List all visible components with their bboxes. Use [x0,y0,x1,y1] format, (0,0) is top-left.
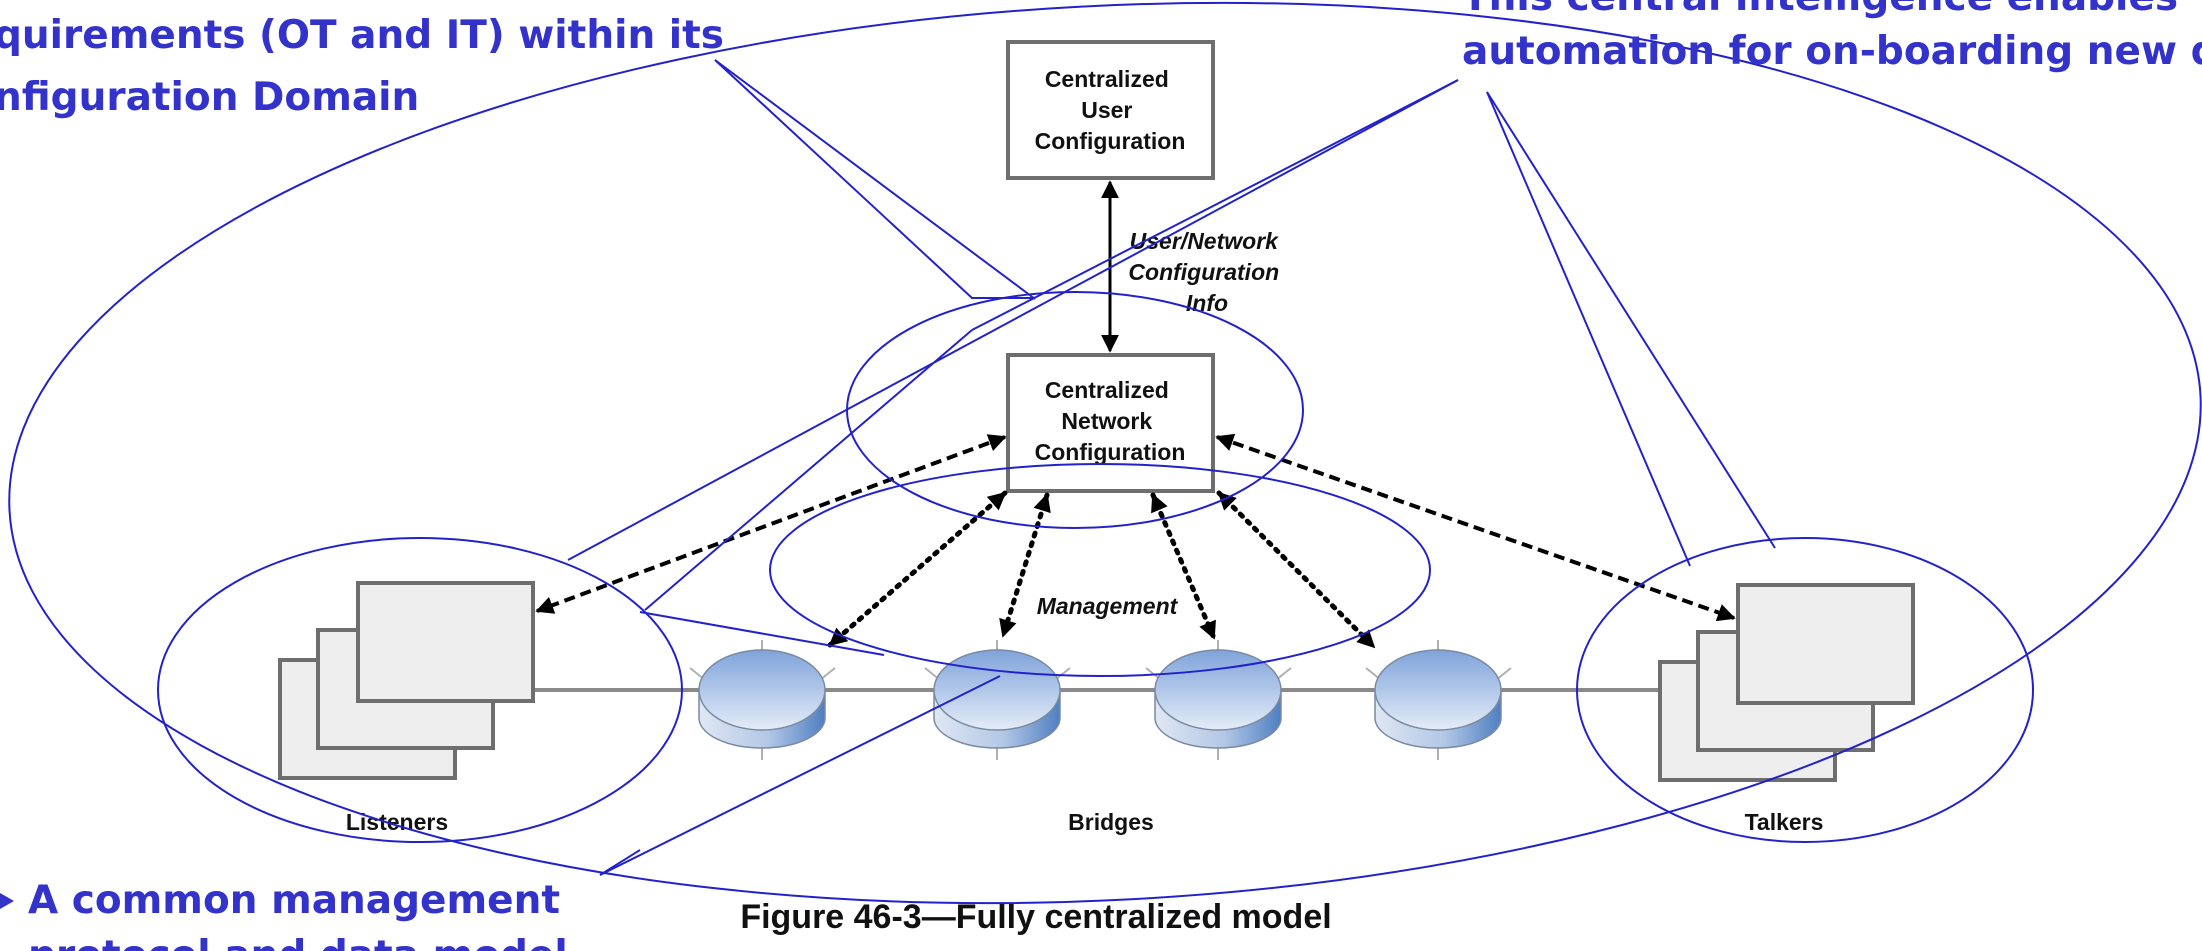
cnc-box [1006,353,1215,493]
talker-station-1 [1736,583,1915,705]
callout-top-left-line-b [714,59,1036,300]
listeners-label: Listeners [346,809,448,835]
cnc-label-line3: Configuration [1035,439,1186,465]
callout-top-left-line2: nfiguration Domain [0,75,419,120]
management-label: Management [1037,593,1179,619]
callout-left-line-d [644,329,973,611]
svg-text:This central intelligence enab: This central intelligence enables automa… [1462,0,2202,74]
svg-text:Centralized Network Co: Centralized Network Configuration [1035,377,1186,465]
callout-top-right-line1: This central intelligence enables [1462,0,2178,20]
callout-bottom-left-line-a [599,675,1001,876]
listeners-ellipse [157,537,683,843]
callout-bottom-left-line-b [599,849,641,876]
callout-bottom-left-line1: A common management [28,878,560,923]
cuc-label-line3: Configuration [1035,128,1186,154]
callout-left-line-c [639,611,885,656]
user-network-info-line3: Info [1186,290,1228,316]
talkers-ellipse [1576,537,2034,843]
listener-stations [278,581,535,780]
cnc-label-line1: Centralized [1045,377,1169,403]
cuc-label-line2: User [1081,97,1132,123]
talker-stations [1658,583,1915,782]
user-network-info-line2: Configuration [1128,259,1279,285]
listener-station-1 [356,581,535,703]
svg-text:Centralized User Confi: Centralized User Configuration [1035,66,1186,154]
callout-top-left-line-a [714,59,1032,299]
cnc-talkers-arrow [1215,433,1736,622]
bullet-arrow-icon [0,893,14,909]
cnc-label-line2: Network [1061,408,1152,434]
bridge-1 [689,640,836,760]
callout-bottom-left-line2: protocol and data model [28,933,568,951]
callout-top-right-line-c [1486,91,1691,567]
talkers-label: Talkers [1745,809,1824,835]
cnc-listeners-arrow [535,434,1007,614]
bridges-management-ellipse [769,463,1431,677]
bridge-4 [1365,640,1512,760]
svg-text:quirements (OT and IT) within: quirements (OT and IT) within its nfigur… [0,13,738,120]
user-network-info-line1: User/Network [1130,228,1279,254]
bridges-label: Bridges [1068,809,1154,835]
svg-text:User/Network Configuration: User/Network Configuration Info [1128,228,1285,316]
cuc-box [1006,40,1215,180]
cuc-label-line1: Centralized [1045,66,1169,92]
figure-caption: Figure 46-3—Fully centralized model [740,898,1331,936]
svg-text:A common management prot: A common management protocol and data mo… [28,878,574,951]
callout-bottom-left: A common management protocol and data mo… [0,878,574,951]
management-arrows [827,490,1377,650]
callout-top-right-line-d [1486,91,1776,549]
callout-top-right-line-b [971,79,1459,331]
bridge-3 [1145,640,1292,760]
callout-top-right-line2: automation for on-boarding new d [1462,29,2202,74]
callout-top-right-line-a [567,79,1459,561]
callout-top-left-line1: quirements (OT and IT) within its [0,13,724,58]
bridge-2 [924,640,1071,760]
